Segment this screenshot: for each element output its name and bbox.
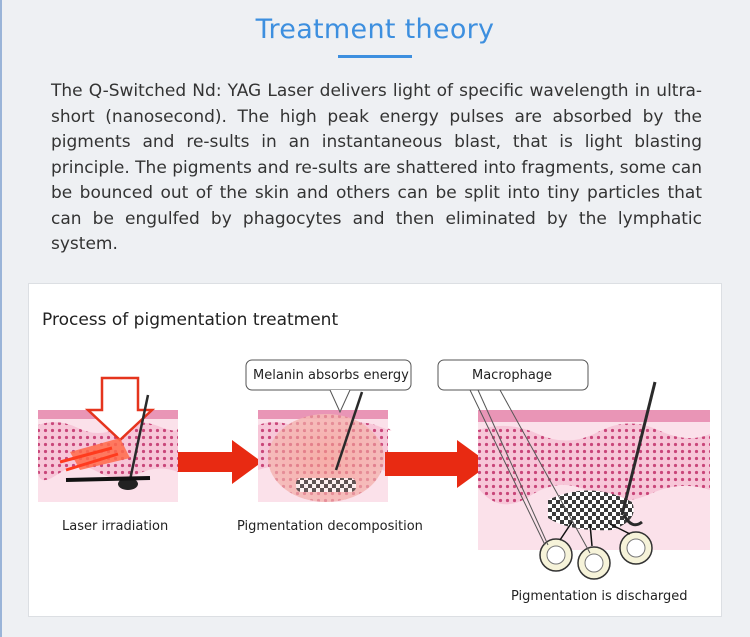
- figure-title: Process of pigmentation treatment: [42, 310, 339, 330]
- arrow-2-icon: [385, 440, 490, 488]
- intro-paragraph: The Q-Switched Nd: YAG Laser delivers li…: [51, 81, 702, 254]
- fragmented-pigment-icon: [548, 381, 657, 531]
- laser-beam-icon: [59, 376, 156, 490]
- step-1-caption: Laser irradiation: [62, 519, 168, 534]
- step-3-caption: Pigmentation is discharged: [511, 589, 688, 604]
- macrophage-cells-icon: [539, 521, 653, 580]
- melanin-callout: Melanin absorbs energy: [245, 359, 412, 414]
- melanin-callout-text: Melanin absorbs energy: [253, 368, 409, 383]
- arrow-1-icon: [178, 440, 262, 484]
- page-title: Treatment theory: [255, 14, 495, 45]
- macrophage-callout: Macrophage: [437, 359, 591, 554]
- step-2-caption: Pigmentation decomposition: [237, 519, 423, 534]
- energy-glow-icon: [268, 391, 384, 502]
- macrophage-callout-text: Macrophage: [472, 368, 552, 383]
- left-border: [0, 0, 2, 637]
- skin-block-3: [478, 410, 710, 550]
- title-underline: [338, 55, 412, 58]
